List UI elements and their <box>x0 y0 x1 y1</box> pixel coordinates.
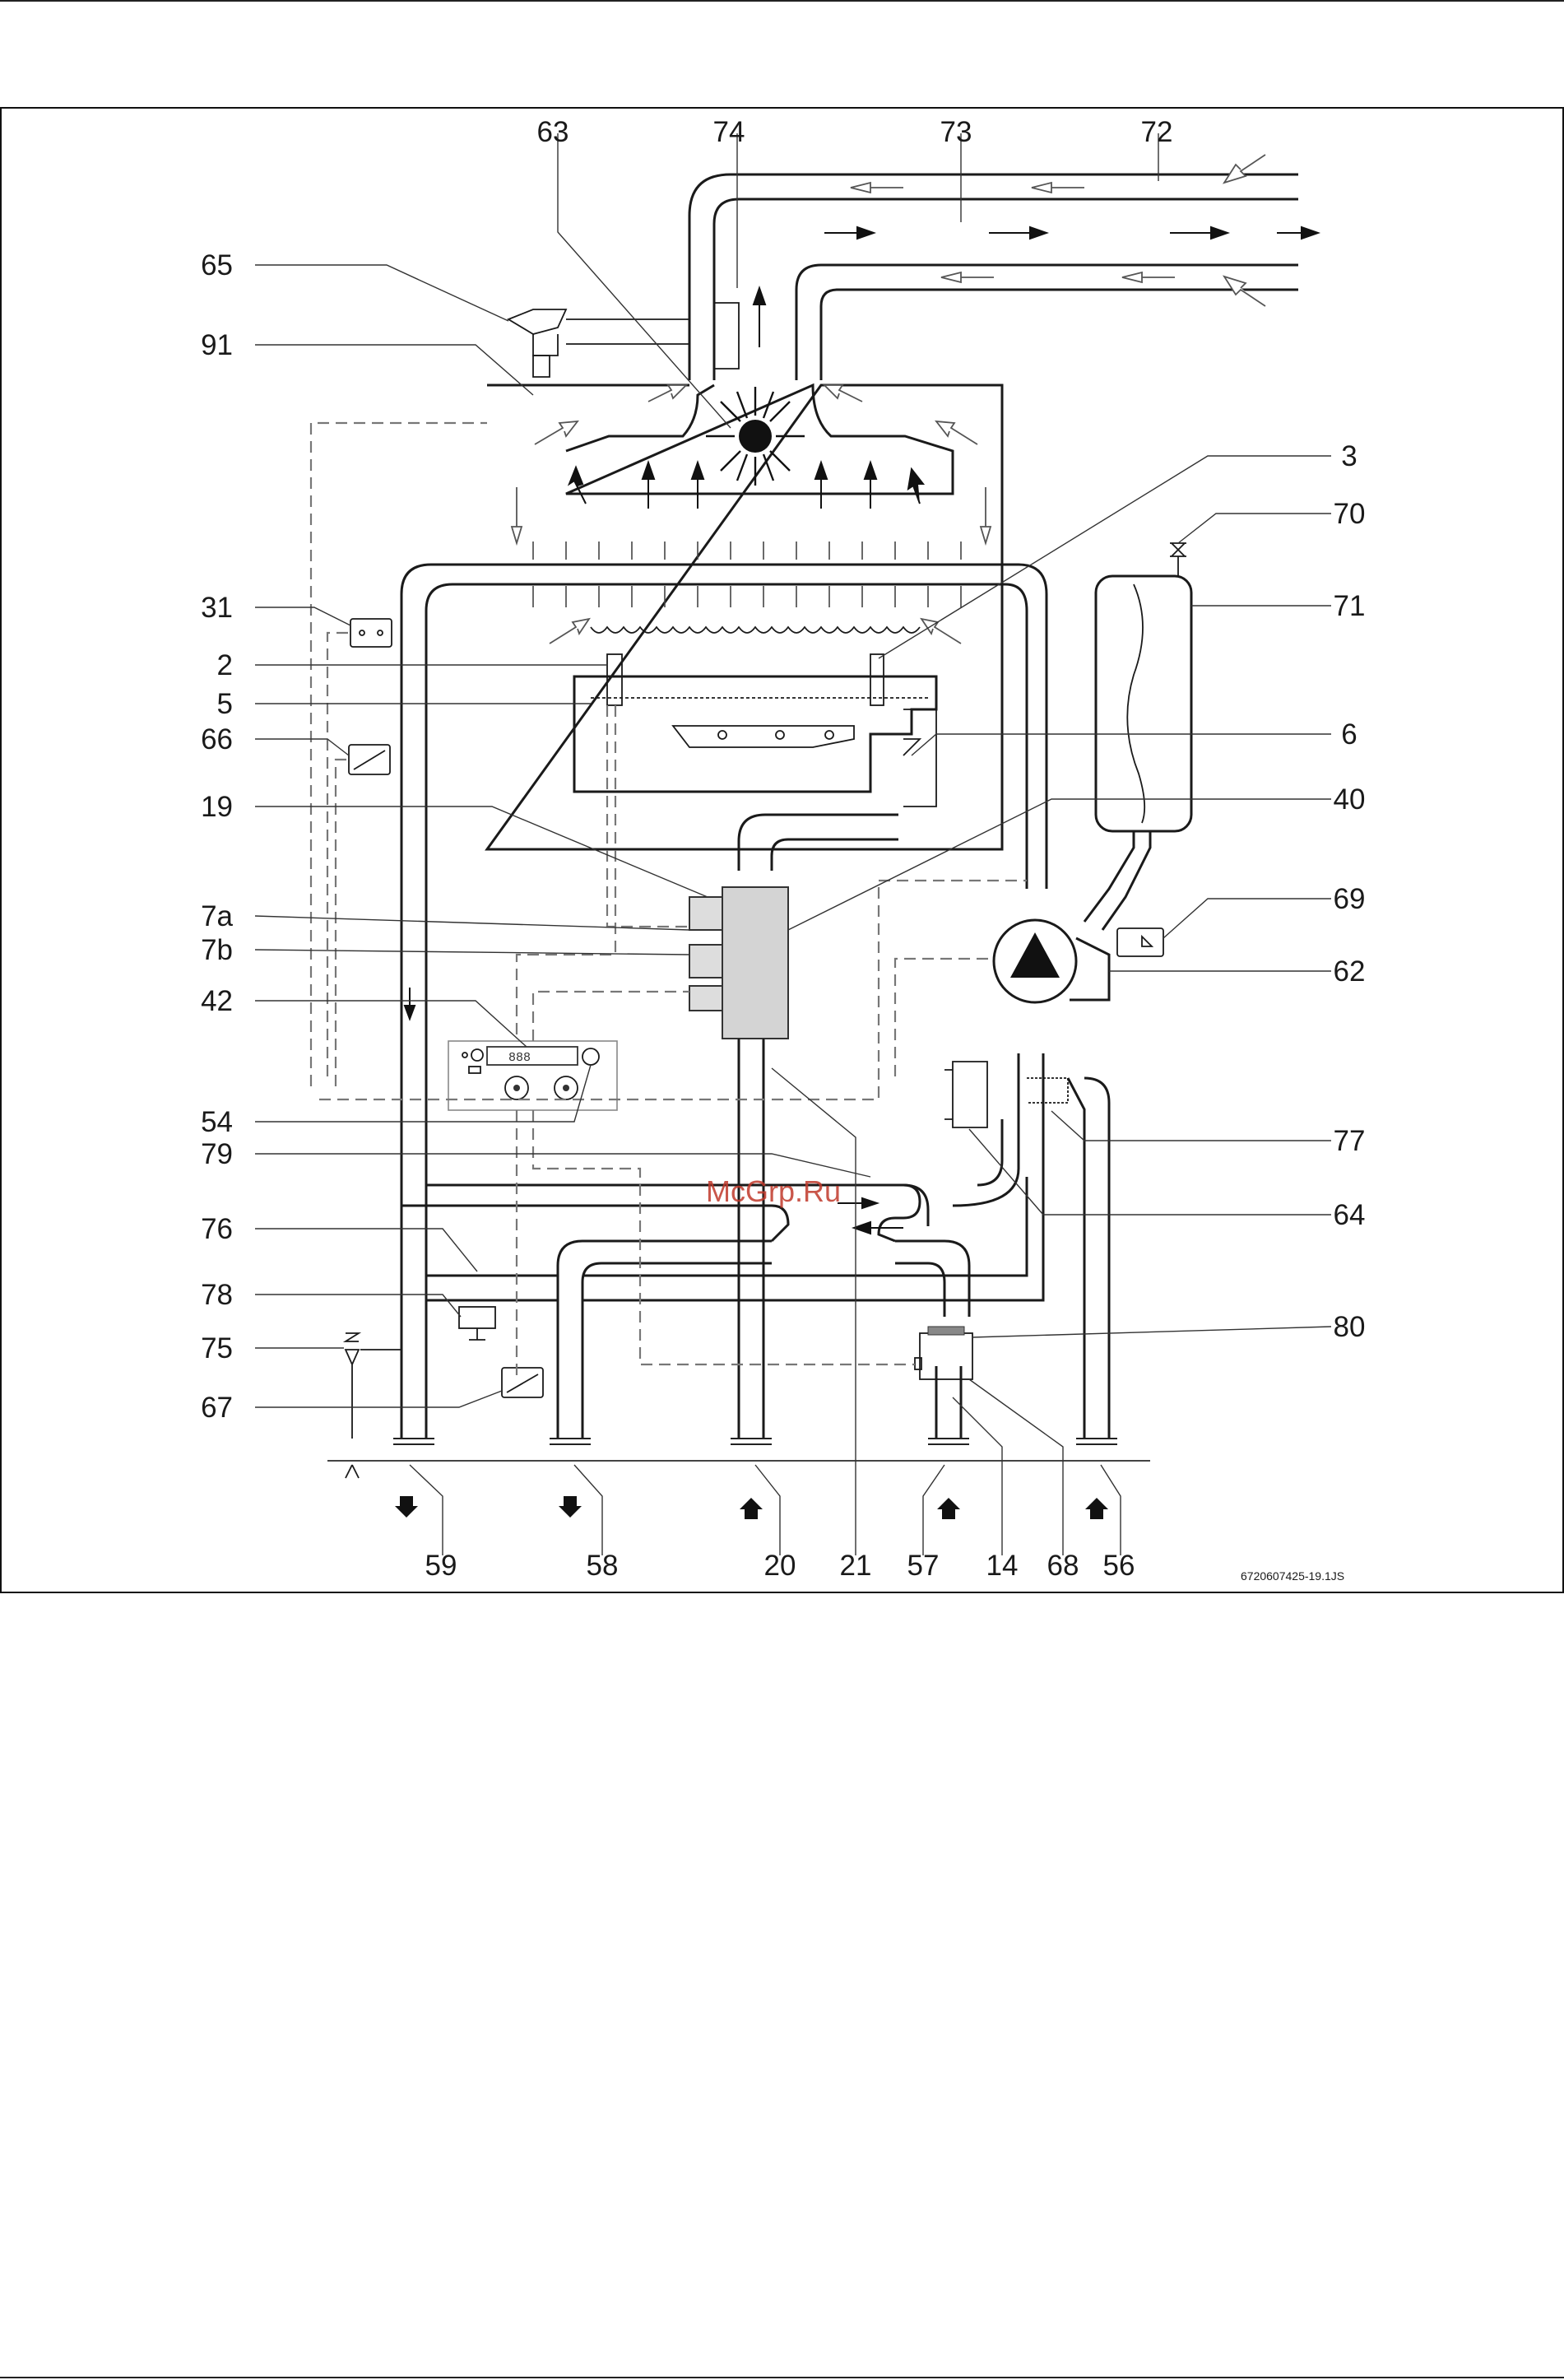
callout-71: 71 <box>1334 590 1366 622</box>
callout-2: 2 <box>217 649 233 681</box>
heat-exchanger-fins <box>533 542 961 607</box>
callout-79: 79 <box>201 1138 233 1170</box>
callout-57: 57 <box>907 1550 940 1582</box>
callout-3: 3 <box>1341 440 1357 472</box>
callout-62: 62 <box>1334 955 1366 988</box>
figure-code: 6720607425-19.1JS <box>1241 1569 1344 1583</box>
callout-63: 63 <box>537 116 569 148</box>
outlet-arrow-58 <box>559 1496 582 1518</box>
bottom-rule <box>0 2377 1564 2378</box>
callout-7b: 7b <box>201 934 233 966</box>
callout-72: 72 <box>1141 116 1173 148</box>
callout-78: 78 <box>201 1279 233 1311</box>
callout-6: 6 <box>1341 718 1357 751</box>
callout-59: 59 <box>425 1550 457 1582</box>
inlet-arrow-57 <box>937 1498 960 1519</box>
callout-77: 77 <box>1334 1125 1366 1157</box>
callout-21: 21 <box>840 1550 872 1582</box>
callout-64: 64 <box>1334 1199 1366 1231</box>
callout-75: 75 <box>201 1332 233 1364</box>
callout-74: 74 <box>713 116 745 148</box>
base-connections <box>327 1439 1150 1519</box>
combustion-chamber <box>487 385 1002 849</box>
expansion-vessel <box>1084 543 1191 930</box>
callout-19: 19 <box>201 791 233 823</box>
callout-7a: 7a <box>201 900 233 932</box>
callout-80: 80 <box>1334 1311 1366 1343</box>
callout-66: 66 <box>201 723 233 755</box>
fan-rotor <box>739 420 772 453</box>
callout-14: 14 <box>986 1550 1019 1582</box>
callout-68: 68 <box>1047 1550 1079 1582</box>
callout-69: 69 <box>1334 883 1366 915</box>
callout-31: 31 <box>201 592 233 624</box>
callouts-top: 63 74 73 72 <box>537 116 1173 148</box>
callout-70: 70 <box>1334 498 1366 530</box>
callout-5: 5 <box>217 688 233 720</box>
callouts-bottom: 59 58 20 21 57 14 68 56 <box>425 1550 1135 1582</box>
callout-42: 42 <box>201 985 233 1017</box>
circulation-pump <box>994 920 1163 1002</box>
display-readout: 888 <box>508 1051 531 1065</box>
callout-58: 58 <box>587 1550 619 1582</box>
leader-lines <box>255 133 1331 1555</box>
callout-73: 73 <box>940 116 972 148</box>
watermark: McGrp.Ru <box>706 1174 841 1208</box>
inlet-arrow-20 <box>740 1498 763 1519</box>
inlet-arrow-56 <box>1085 1498 1108 1519</box>
callout-54: 54 <box>201 1106 233 1138</box>
callout-20: 20 <box>764 1550 796 1582</box>
callout-91: 91 <box>201 329 233 361</box>
flue-duct <box>689 155 1318 380</box>
callout-56: 56 <box>1103 1550 1135 1582</box>
small-components <box>346 309 1068 1478</box>
outlet-arrow-59 <box>395 1496 418 1518</box>
callout-40: 40 <box>1334 783 1366 816</box>
callouts-right: 3 70 71 6 40 69 62 77 64 80 <box>1334 440 1366 1343</box>
callout-65: 65 <box>201 249 233 281</box>
callout-76: 76 <box>201 1213 233 1245</box>
callouts-left: 65 91 31 2 5 66 19 7a 7b 42 54 79 76 78 … <box>201 249 233 1424</box>
callout-67: 67 <box>201 1392 233 1424</box>
